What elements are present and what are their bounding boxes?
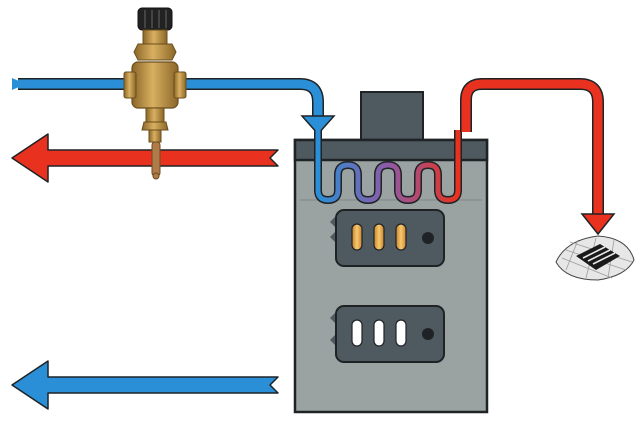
hot-flow-pipe [460, 78, 616, 236]
sensor-probe-icon [151, 141, 161, 177]
arrow-down-icon [580, 213, 616, 236]
upper-fire-window [330, 209, 445, 267]
boiler-flue [360, 91, 424, 143]
hot-outlet-arrow [11, 133, 279, 183]
cold-inlet-pipe [12, 78, 336, 136]
safety-valve[interactable] [123, 7, 187, 180]
cold-return-arrow [11, 360, 279, 410]
arrow-down-icon [300, 115, 336, 136]
floor-drain-icon [555, 235, 635, 281]
arrow-left-icon [11, 360, 279, 410]
arrow-left-icon [11, 133, 279, 183]
heat-exchanger-coil [314, 130, 462, 205]
lower-ash-window [330, 305, 445, 363]
arrow-right-icon [12, 78, 26, 90]
